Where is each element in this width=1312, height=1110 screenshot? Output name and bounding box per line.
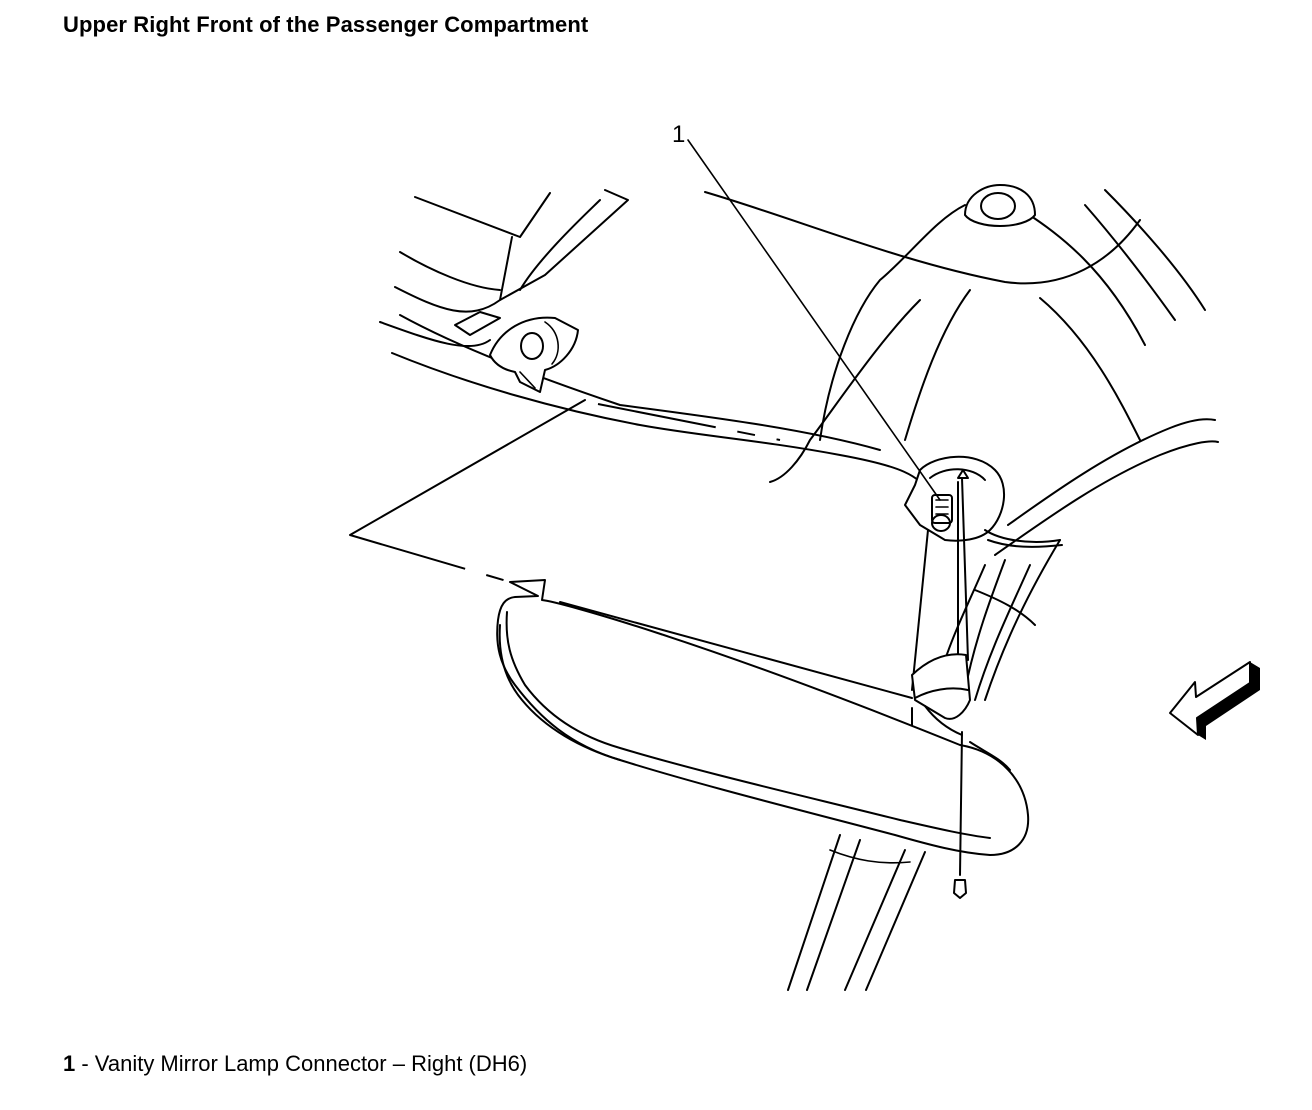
roof-grommet [964, 184, 1036, 227]
callout-number-1: 1 [672, 121, 685, 148]
sun-visor [496, 579, 1030, 856]
roof-panel [704, 189, 1219, 556]
screw [953, 731, 967, 899]
forward-arrow-icon [1169, 661, 1260, 740]
visor-clip [489, 316, 579, 393]
visor-mount-bracket [904, 455, 1063, 548]
headliner-front-edge [379, 189, 931, 496]
legend-text: - Vanity Mirror Lamp Connector – Right (… [75, 1051, 528, 1076]
visor-arm [911, 469, 971, 791]
alignment-lines [349, 399, 781, 583]
page-title: Upper Right Front of the Passenger Compa… [63, 12, 589, 37]
callout-1: 1 [672, 121, 941, 501]
vanity-mirror-lamp-connector [931, 494, 953, 532]
legend-number: 1 [63, 1051, 76, 1076]
legend-item-1: 1 - Vanity Mirror Lamp Connector – Right… [63, 1051, 527, 1077]
